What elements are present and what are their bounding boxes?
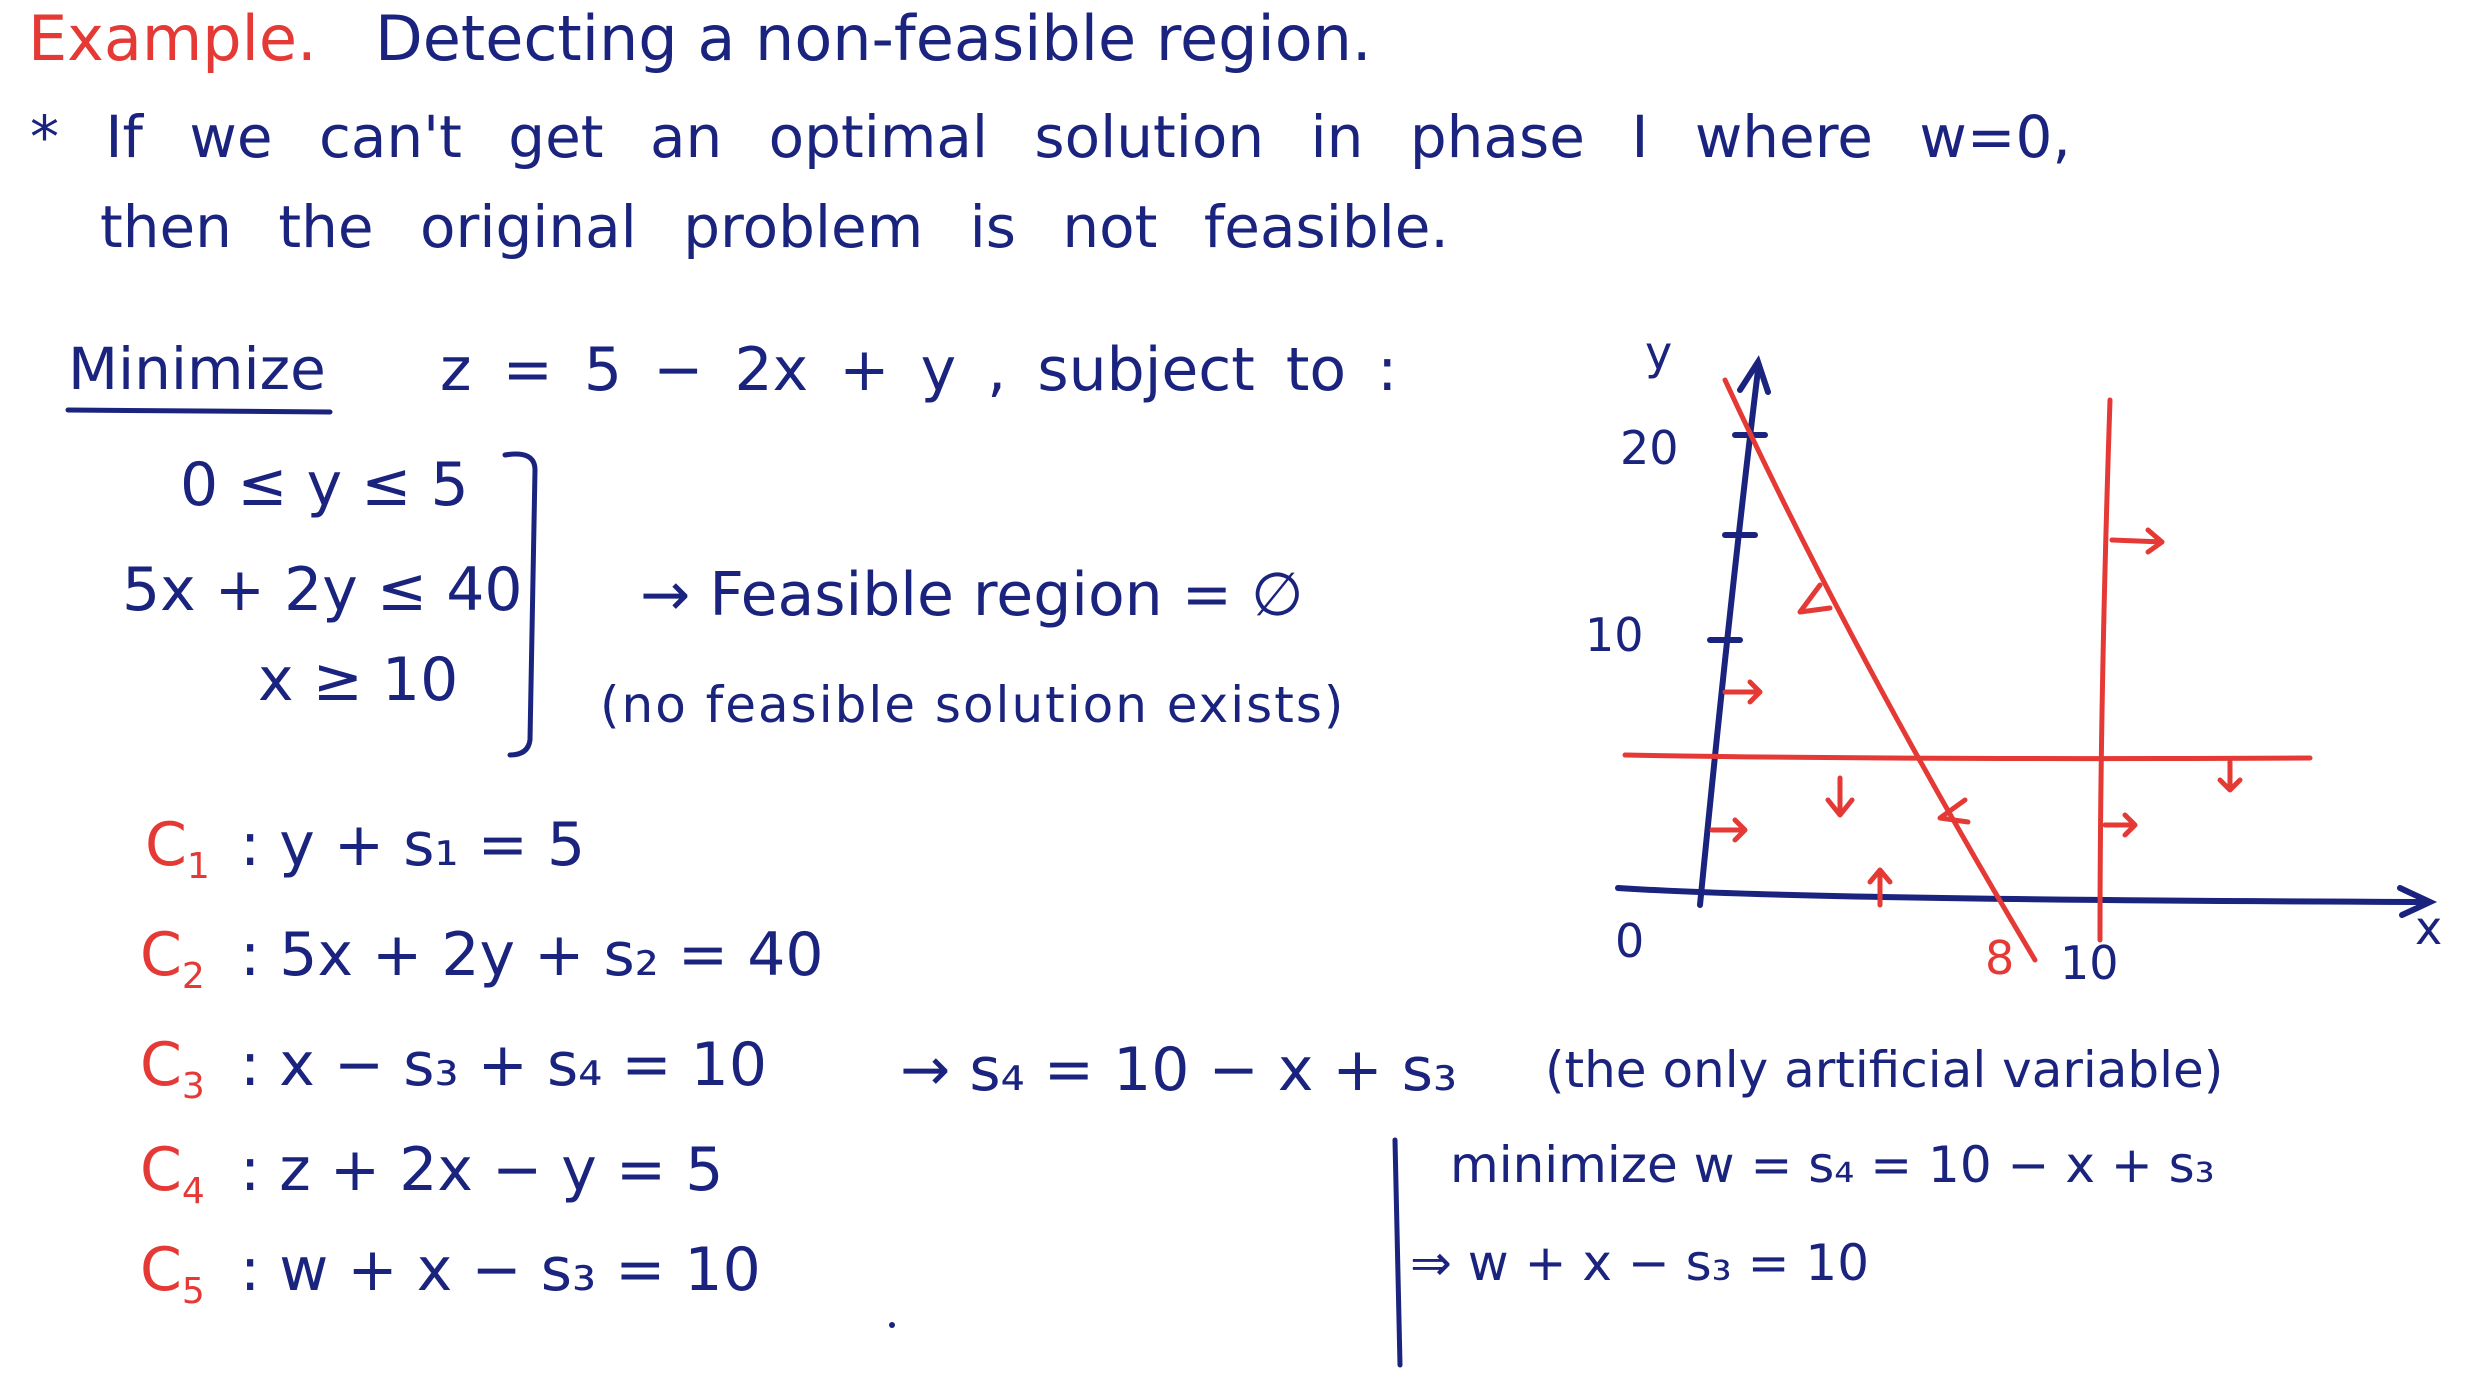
equation-label-c5: C5 — [140, 1235, 205, 1312]
equation-c5: : w + x − s₃ = 10 — [240, 1235, 761, 1305]
y-axis-label: y — [1645, 326, 1673, 380]
equation-c1: : y + s₁ = 5 — [240, 810, 586, 880]
equation-c2: : 5x + 2y + s₂ = 40 — [240, 920, 824, 990]
line-x-10 — [2097, 397, 2113, 943]
x-axis-label: x — [2415, 901, 2443, 955]
arrow-x10-a — [2109, 527, 2165, 555]
arrow-y5-a — [1825, 775, 1855, 818]
minimize-underline — [65, 407, 333, 415]
constraints-bracket — [502, 451, 538, 758]
artificial-variable-expression: → s₄ = 10 − x + s₃ — [900, 1035, 1458, 1105]
arrow-x0-b — [1709, 817, 1748, 843]
equation-label-c2: C2 — [140, 920, 205, 997]
line-y-5 — [1622, 752, 2313, 762]
feasible-region-statement: → Feasible region = ∅ — [640, 560, 1304, 630]
origin-label: 0 — [1615, 914, 1645, 968]
constraint-3: x ≥ 10 — [258, 645, 459, 715]
equation-c3: : x − s₃ + s₄ = 10 — [240, 1030, 768, 1100]
arrow-5x2y-a — [1797, 582, 1833, 615]
y-tick-label-20: 20 — [1620, 421, 1679, 475]
phase1-objective: minimize w = s₄ = 10 − x + s₃ — [1450, 1136, 2215, 1194]
arrow-x10-b — [2102, 812, 2138, 838]
stray-dot — [889, 1322, 895, 1328]
artificial-variable-note: (the only artificial variable) — [1545, 1041, 2224, 1099]
phase1-divider — [1392, 1137, 1403, 1368]
x-axis — [1615, 885, 2428, 905]
constraint-2: 5x + 2y ≤ 40 — [122, 555, 523, 625]
objective-function: z = 5 − 2x + y , subject to : — [440, 335, 1398, 405]
arrow-y5-b — [2217, 759, 2243, 793]
x-axis-arrow — [2397, 885, 2438, 918]
equation-label-c4: C4 — [140, 1135, 205, 1212]
constraint-1: 0 ≤ y ≤ 5 — [180, 450, 469, 520]
equation-label-c3: C3 — [140, 1030, 205, 1107]
equation-c4: : z + 2x − y = 5 — [240, 1135, 724, 1205]
x-tick-label-8: 8 — [1985, 931, 2015, 985]
x-tick-label-10: 10 — [2060, 936, 2119, 990]
phase1-equation: ⇒ w + x − s₃ = 10 — [1410, 1234, 1870, 1292]
example-label: Example. — [28, 2, 317, 75]
arrow-x0-a — [1722, 679, 1763, 705]
note-line-1: * If we can't get an optimal solution in… — [30, 103, 2071, 171]
arrow-y0 — [1867, 867, 1893, 908]
line-5x-2y-40 — [1722, 377, 2038, 963]
minimize-label: Minimize — [68, 335, 326, 403]
page-title: Detecting a non-feasible region. — [375, 2, 1372, 75]
feasible-region-note: (no feasible solution exists) — [600, 676, 1346, 734]
arrow-5x2y-b — [1937, 797, 1971, 825]
note-line-2: then the original problem is not feasibl… — [100, 193, 1449, 261]
equation-label-c1: C1 — [145, 810, 210, 887]
graph-constraints — [1622, 377, 2313, 963]
y-tick-label-10: 10 — [1585, 608, 1644, 662]
y-axis-arrow — [1737, 355, 1771, 395]
